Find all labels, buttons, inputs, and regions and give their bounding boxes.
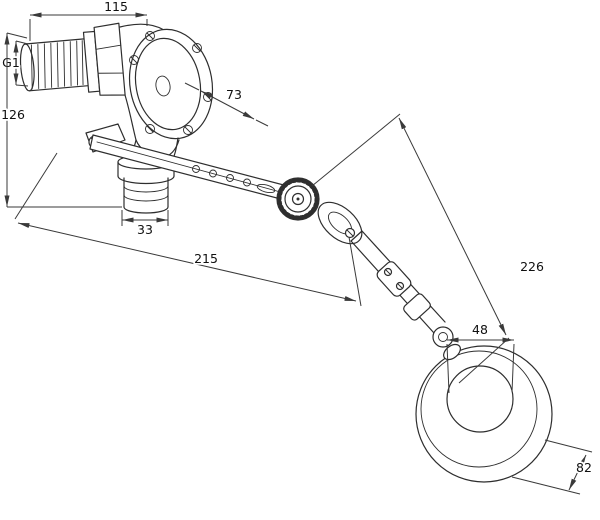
dim-label-48: 48 bbox=[472, 322, 488, 337]
adjuster-dial bbox=[276, 177, 320, 221]
valve-thread-shank bbox=[19, 22, 126, 96]
dimension-body-width: 115 bbox=[29, 0, 148, 41]
dimension-height: 126 bbox=[0, 32, 122, 208]
dimension-thread-g1: G1 bbox=[0, 40, 29, 87]
dim-label-215: 215 bbox=[194, 251, 218, 266]
dim-label-g1: G1 bbox=[2, 55, 20, 70]
valve-body bbox=[119, 23, 214, 162]
float-arm-linkage bbox=[85, 123, 300, 204]
dimension-rod-length: 226 bbox=[311, 113, 546, 384]
dim-label-226: 226 bbox=[520, 259, 544, 274]
float-rod bbox=[350, 230, 461, 361]
float-ball bbox=[415, 345, 553, 483]
dimension-annotations: 115 G1 126 73 33 bbox=[0, 0, 594, 495]
dimension-face-depth: 73 bbox=[184, 82, 269, 127]
dim-label-73: 73 bbox=[226, 87, 242, 102]
cam-lever bbox=[317, 201, 363, 245]
dimension-float-hub: 48 bbox=[446, 320, 515, 394]
dim-label-82: 82 bbox=[576, 460, 592, 475]
dim-label-33: 33 bbox=[137, 222, 153, 237]
dimension-outlet: 33 bbox=[121, 210, 169, 239]
dim-label-126: 126 bbox=[1, 107, 25, 122]
dimension-arm-length: 215 bbox=[14, 152, 362, 307]
dim-label-115: 115 bbox=[104, 0, 128, 14]
dimension-float-depth: 82 bbox=[511, 439, 594, 495]
